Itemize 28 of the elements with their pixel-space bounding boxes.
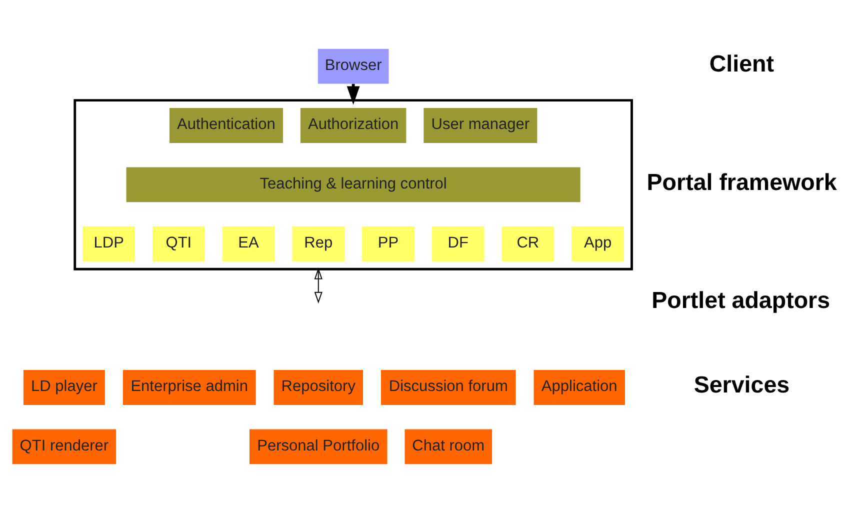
node-box: LD player	[23, 370, 105, 405]
node-box: QTI	[152, 226, 205, 262]
node-box: Teaching & learning control	[126, 167, 580, 202]
node-box: PP	[362, 226, 414, 262]
node-box: LDP	[82, 226, 136, 262]
node-box: CR	[502, 226, 554, 262]
node-box: QTI renderer	[12, 429, 116, 464]
node-box: Chat room	[404, 429, 492, 464]
arrow	[346, 84, 360, 105]
node-box: Discussion forum	[380, 370, 516, 405]
node-box: Authentication	[169, 108, 283, 143]
node-box: Application	[534, 370, 625, 405]
node-box: Enterprise admin	[122, 370, 256, 405]
node-box: Repository	[274, 370, 364, 405]
label: Services	[694, 372, 790, 398]
cluster	[74, 99, 633, 270]
label: Client	[709, 50, 774, 76]
node-box: Browser	[318, 48, 389, 84]
node-box: Personal Portfolio	[250, 429, 388, 464]
node-box: App	[572, 226, 624, 262]
node-box: User manager	[424, 108, 538, 143]
label: Portlet adaptors	[652, 287, 830, 314]
node-box: EA	[222, 226, 275, 262]
node-box: Authorization	[300, 108, 406, 143]
arrow	[314, 268, 322, 304]
node-box: Rep	[292, 226, 345, 262]
label: Portal framework	[646, 168, 837, 195]
node-box: DF	[432, 226, 484, 262]
